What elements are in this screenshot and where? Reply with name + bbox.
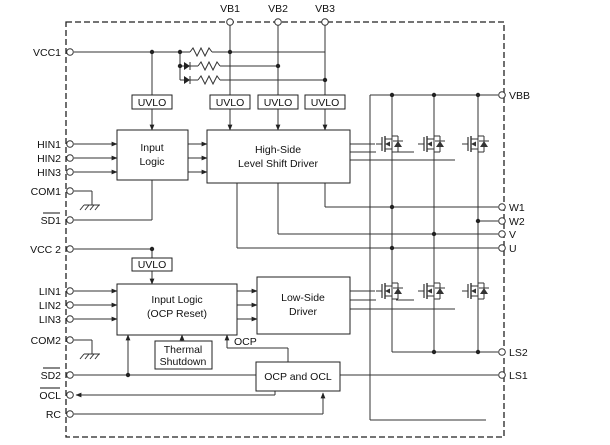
uvlo-block-1: UVLO xyxy=(131,94,173,110)
diode xyxy=(184,62,191,70)
ocp-ocl-label: OCP and OCL xyxy=(264,371,332,383)
uvlo-block-4: UVLO xyxy=(304,94,346,110)
mosfet-low-1 xyxy=(375,280,404,302)
uvlo-label: UVLO xyxy=(311,97,340,109)
pin-com1: COM1 xyxy=(31,186,61,198)
pin-ls2: LS2 xyxy=(509,347,528,359)
pin-lin3: LIN3 xyxy=(39,314,61,326)
input-logic-ocp-block: Input Logic (OCP Reset) xyxy=(116,283,238,336)
uvlo-block-2: UVLO xyxy=(209,94,251,110)
input-logic-ocp-label-1: Input Logic xyxy=(151,294,202,306)
uvlo-label: UVLO xyxy=(264,97,293,109)
pin-vb1: VB1 xyxy=(220,3,240,15)
high-side-label-1: High-Side xyxy=(255,144,301,156)
pin-vbb: VBB xyxy=(509,90,530,102)
pin-lin2: LIN2 xyxy=(39,300,61,312)
uvlo-label: UVLO xyxy=(138,259,167,271)
thermal-shutdown-block: Thermal Shutdown xyxy=(154,340,213,370)
mosfet-high-1 xyxy=(375,133,404,155)
pin-vb3: VB3 xyxy=(315,3,335,15)
low-side-label-1: Low-Side xyxy=(281,292,325,304)
ocp-ocl-block: OCP and OCL xyxy=(255,361,341,392)
low-side-label-2: Driver xyxy=(289,306,318,318)
pin-lin1: LIN1 xyxy=(39,286,61,298)
pin-com2: COM2 xyxy=(31,335,61,347)
pin-v: V xyxy=(509,229,516,241)
high-side-driver-block: High-Side Level Shift Driver xyxy=(206,129,351,184)
diode xyxy=(184,76,191,84)
wiring xyxy=(74,25,498,421)
pin-hin1: HIN1 xyxy=(37,139,61,151)
input-logic-ocp-label-2: (OCP Reset) xyxy=(147,308,207,320)
resistor xyxy=(197,74,221,86)
input-logic-label-2: Logic xyxy=(139,156,164,168)
junction-dots xyxy=(125,49,481,378)
high-side-label-2: Level Shift Driver xyxy=(238,158,318,170)
pin-terminals xyxy=(66,18,506,418)
package-outline xyxy=(65,21,505,438)
pin-w2: W2 xyxy=(509,216,525,228)
pin-vcc1: VCC1 xyxy=(33,47,61,59)
pin-sd1: SD1 xyxy=(41,215,62,227)
ocp-signal-label: OCP xyxy=(234,336,257,348)
pin-vcc2: VCC 2 xyxy=(30,244,61,256)
thermal-label-2: Shutdown xyxy=(160,356,207,368)
uvlo-block-5: UVLO xyxy=(131,257,173,272)
input-logic-block: Input Logic xyxy=(116,129,189,181)
mosfet-high-3 xyxy=(461,133,490,155)
mosfet-low-2 xyxy=(417,280,446,302)
thermal-label-1: Thermal xyxy=(164,344,203,356)
pin-hin3: HIN3 xyxy=(37,167,61,179)
pin-hin2: HIN2 xyxy=(37,153,61,165)
low-side-driver-block: Low-Side Driver xyxy=(256,276,351,335)
uvlo-block-3: UVLO xyxy=(257,94,299,110)
pin-rc: RC xyxy=(46,409,62,421)
pin-ls1: LS1 xyxy=(509,370,528,382)
resistor xyxy=(197,60,221,72)
mosfet-high-2 xyxy=(417,133,446,155)
resistor xyxy=(189,46,213,58)
pin-vb2: VB2 xyxy=(268,3,288,15)
input-logic-label-1: Input xyxy=(140,142,163,154)
pin-sd2: SD2 xyxy=(41,370,62,382)
pin-ocl: OCL xyxy=(39,390,61,402)
mosfet-low-3 xyxy=(461,280,490,302)
pin-w1: W1 xyxy=(509,202,525,214)
uvlo-label: UVLO xyxy=(216,97,245,109)
pin-u: U xyxy=(509,243,517,255)
uvlo-label: UVLO xyxy=(138,97,167,109)
